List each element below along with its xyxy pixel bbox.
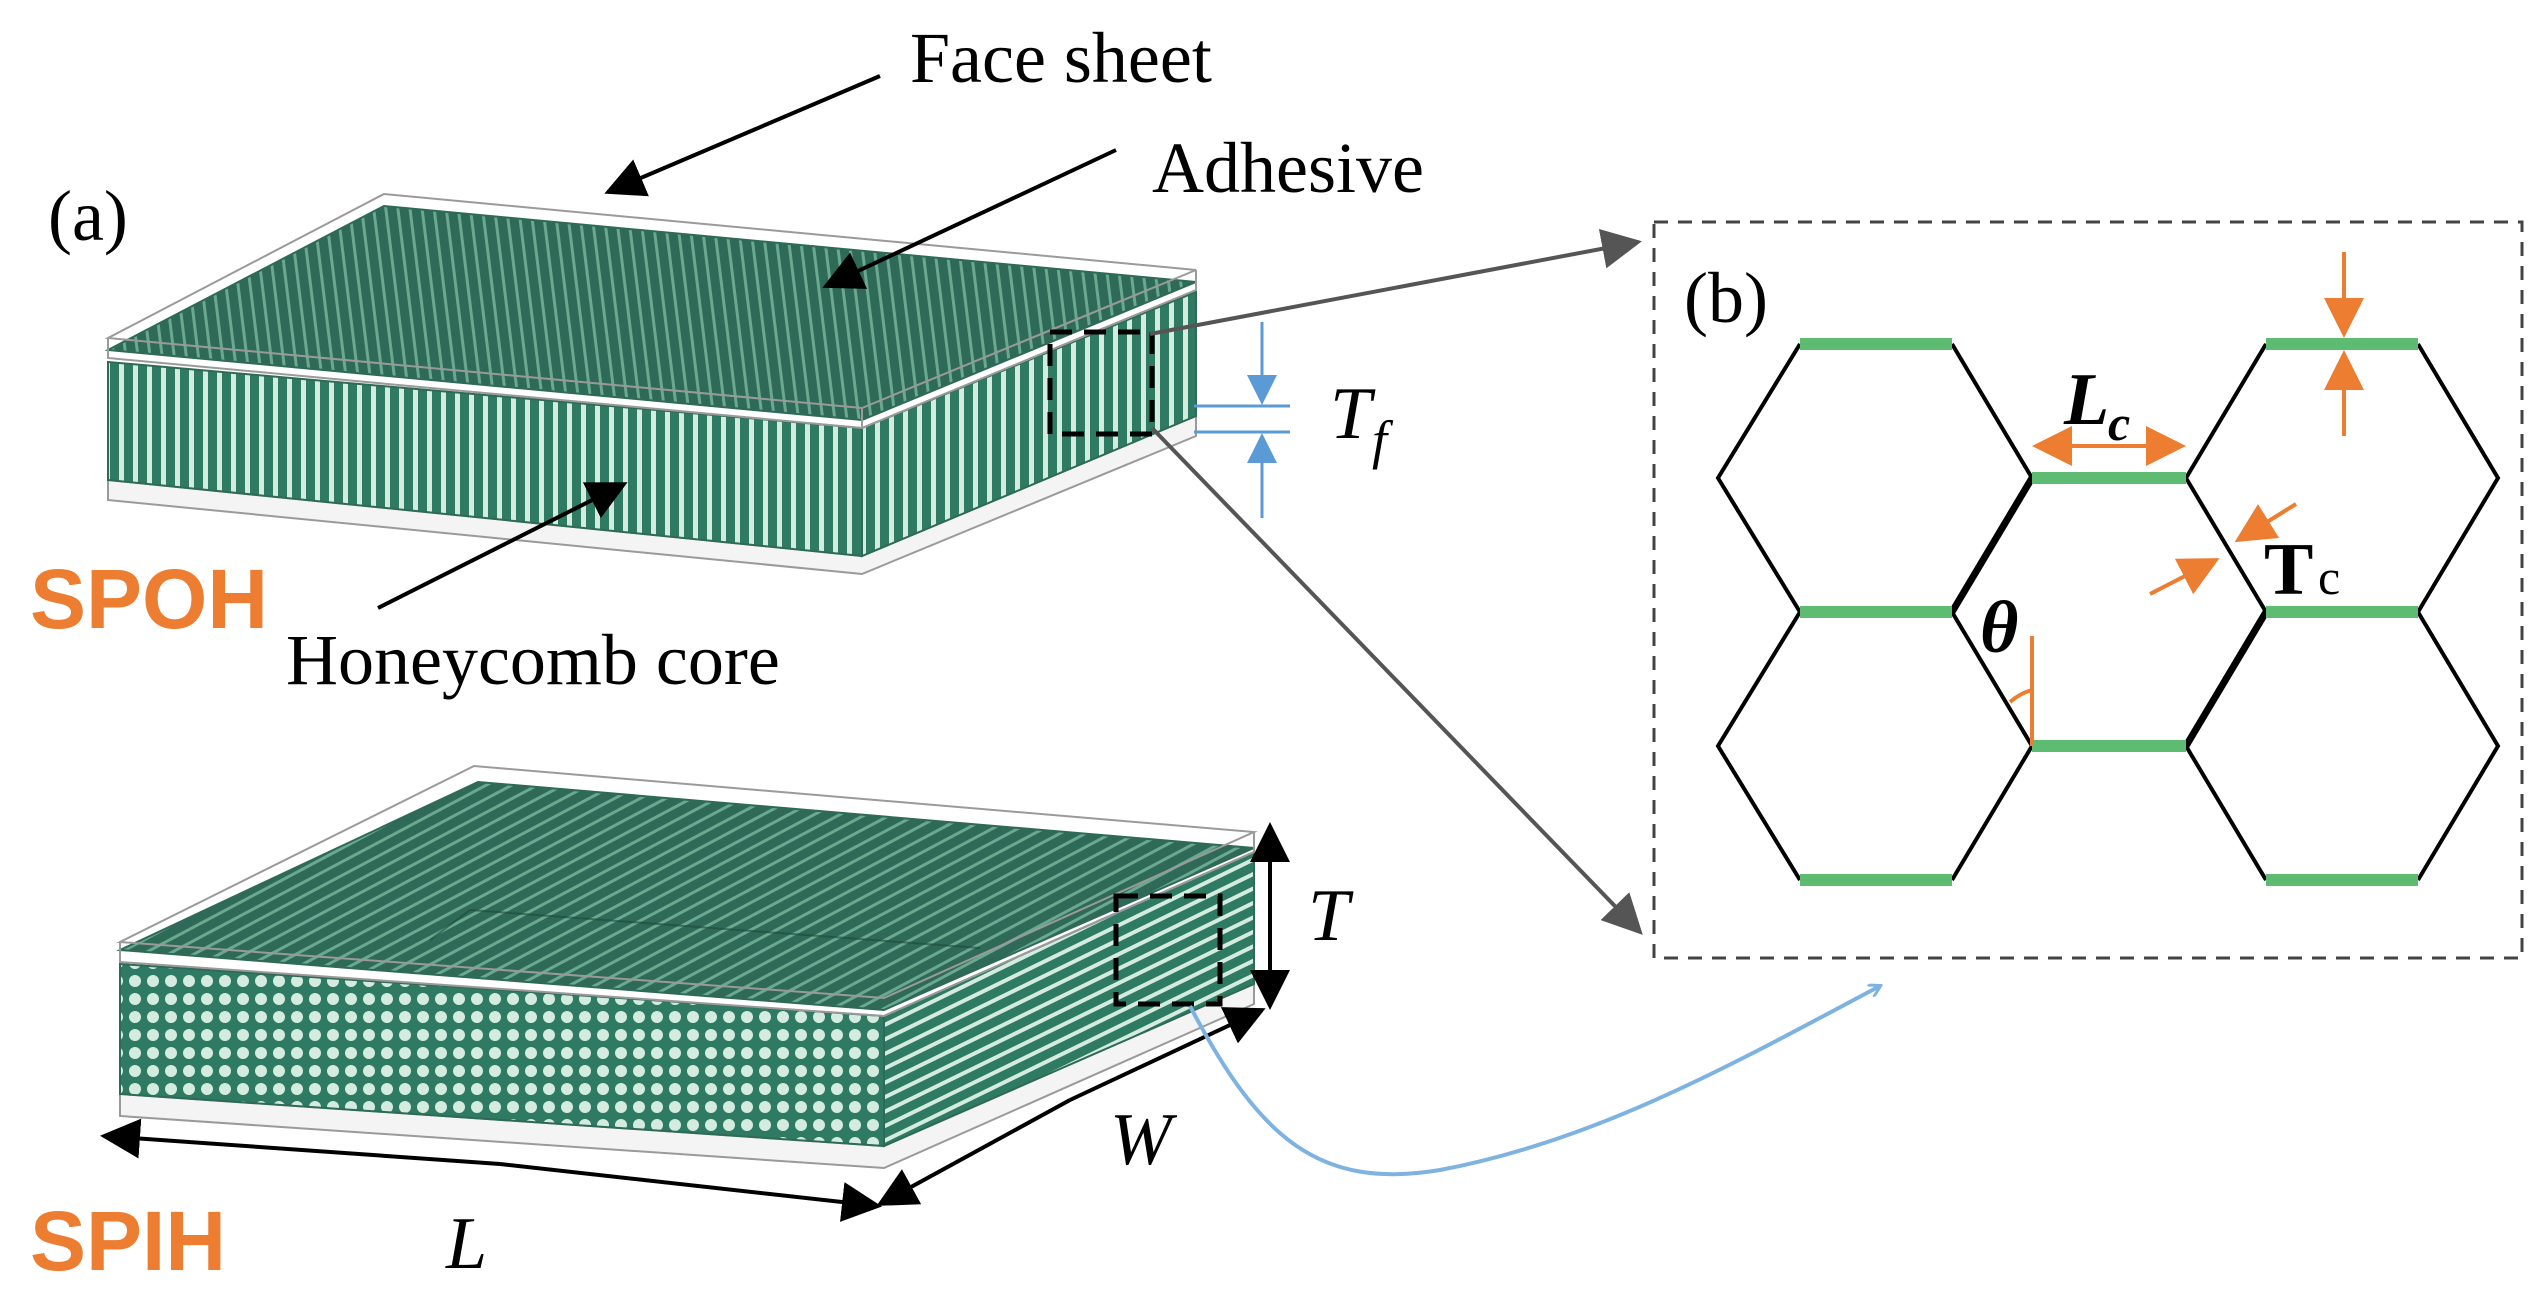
t-dimension-label: T (1308, 875, 1354, 957)
horizontal-walls (1800, 338, 2418, 886)
tc-subscript: c (2318, 549, 2340, 605)
tf-dimension: T f (1194, 322, 1394, 518)
spoh-name: SPOH (30, 552, 268, 646)
theta-angle: θ (1980, 587, 2034, 746)
spih-panel (116, 764, 1258, 1170)
zoom-connectors (1149, 229, 1880, 1177)
tc-dimension: T c (2149, 502, 2340, 611)
tf-label: T (1330, 373, 1376, 455)
l-dimension-label: L (445, 1203, 487, 1285)
panel-b-frame (1652, 220, 2524, 960)
theta-label: θ (1980, 587, 2018, 669)
spoh-panel (104, 192, 1197, 576)
adhesive-label: Adhesive (1152, 128, 1424, 208)
tf-subscript: f (1372, 410, 1394, 470)
tc-label: T (2264, 529, 2313, 611)
lc-subscript: c (2108, 395, 2130, 451)
honeycomb-core-label: Honeycomb core (286, 620, 780, 700)
spoh-core-right (861, 290, 1197, 558)
panel-b: (b) (1652, 220, 2524, 960)
face-sheet-label: Face sheet (910, 18, 1212, 98)
callouts: Face sheet Adhesive Honeycomb core (a) S… (30, 18, 1424, 700)
spih-zoom-box (1113, 893, 1223, 1007)
w-dimension-label: W (1110, 1099, 1178, 1181)
lc-label: L (2063, 359, 2109, 441)
panel-b-label: (b) (1684, 258, 1768, 338)
spoh-zoom-box (1047, 329, 1155, 437)
panel-a-label: (a) (48, 176, 128, 256)
spih-name: SPIH (30, 1194, 226, 1288)
lc-dimension: L c (2032, 359, 2186, 466)
spih-dimensions: T W L SPIH (30, 822, 1354, 1288)
